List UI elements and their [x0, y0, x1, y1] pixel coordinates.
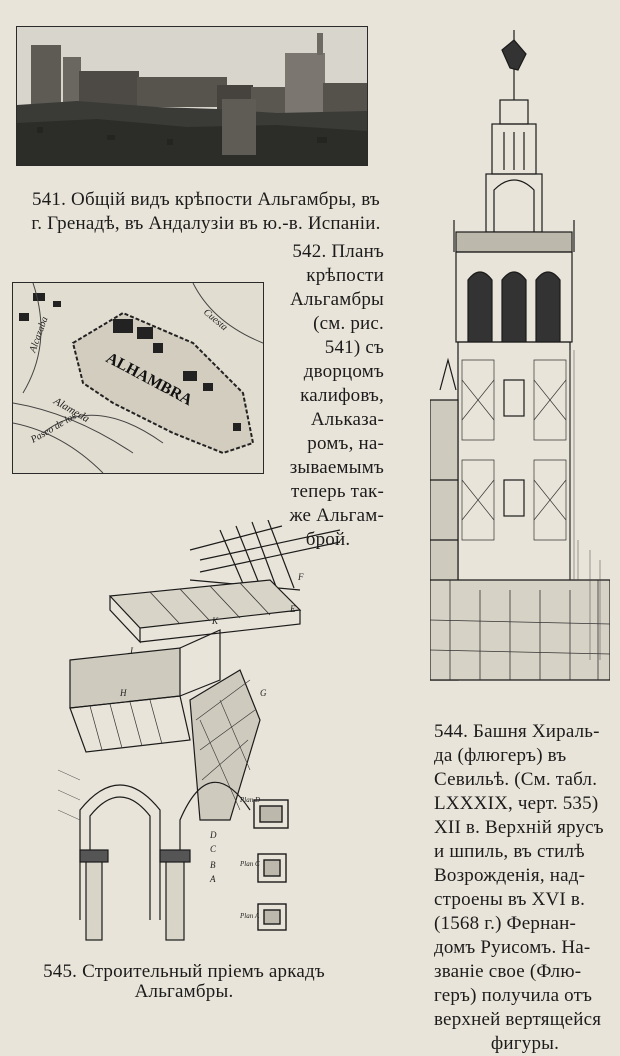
- diagram-letter: D: [209, 830, 217, 840]
- fig544-caption-line: да (флюгеръ) въ: [434, 745, 567, 766]
- fig544-caption-line: званіе свое (Флю-: [434, 961, 582, 982]
- fig542-caption-line: дворцомъ: [303, 361, 384, 382]
- fig542-caption-line: ромъ, на-: [307, 433, 384, 454]
- fig541-caption-line: 541. Общій видъ крѣпости Альгамбры, въ: [32, 189, 380, 210]
- fig544-caption-line: геръ) получила отъ: [434, 985, 593, 1006]
- fig545-arcade-drawing: H I K E G F D C B A Plan D Plan C Plan A: [50, 519, 380, 950]
- fig541-caption-line: г. Гренадѣ, въ Андалузіи въ ю.-в. Испані…: [31, 213, 381, 234]
- fig542-map: ALHAMBRA Alameda Alcazaba Paseo de los C…: [12, 282, 264, 474]
- fig541-photo: [16, 26, 368, 166]
- fig544-caption-line: Севильѣ. (См. табл.: [434, 769, 598, 790]
- fig542-caption-line: же Альгам-: [289, 505, 384, 526]
- alhambra-photo-image: [17, 27, 367, 165]
- fig545-caption-line: 545. Строительный пріемъ аркадъ: [43, 961, 325, 982]
- diagram-letter: G: [260, 688, 267, 698]
- diagram-letter: K: [211, 616, 219, 626]
- diagram-letter: E: [289, 604, 296, 614]
- fig542-caption-line: крѣпости: [306, 265, 384, 286]
- diagram-plan-label: Plan D: [239, 796, 260, 804]
- fig545-caption-line: Альгамбры.: [134, 981, 234, 1002]
- fig544-caption-line: 544. Башня Хираль-: [434, 721, 600, 742]
- fig542-caption-line: Альгамбры: [290, 289, 384, 310]
- fig545-caption: 545. Строительный пріемъ аркадъ Альгамбр…: [24, 962, 344, 1002]
- fig544-caption: 544. Башня Хираль- да (флюгеръ) въ Севил…: [434, 720, 616, 1056]
- diagram-letter: F: [297, 572, 304, 582]
- fig542-caption-line: теперь так-: [291, 481, 384, 502]
- fig542-caption-line: 541) съ: [324, 337, 384, 358]
- diagram-letter: C: [210, 844, 217, 854]
- diagram-letter: B: [210, 860, 216, 870]
- alhambra-plan-map: ALHAMBRA Alameda Alcazaba Paseo de los C…: [13, 283, 263, 473]
- fig544-caption-line: верхней вертящейся: [434, 1009, 602, 1030]
- fig542-caption-line: (см. рис.: [313, 313, 384, 334]
- diagram-plan-label: Plan A: [239, 912, 260, 920]
- diagram-letter: A: [209, 874, 216, 884]
- fig544-caption-line: Возрожденія, над-: [434, 865, 586, 886]
- arcade-construction-image: H I K E G F D C B A Plan D Plan C Plan A: [57, 519, 341, 941]
- fig542-caption-line: Альказа-: [310, 409, 384, 430]
- fig544-caption-line: фигуры.: [490, 1033, 560, 1054]
- fig542-caption-line: зываемымъ: [289, 457, 384, 478]
- fig544-caption-line: LXXXIX, черт. 535): [434, 793, 599, 814]
- diagram-letter: I: [129, 646, 134, 656]
- fig542-caption-line: брой.: [305, 529, 351, 550]
- diagram-plan-label: Plan C: [239, 860, 260, 868]
- fig544-caption-line: (1568 г.) Фернан-: [434, 913, 576, 934]
- giralda-tower-image: [429, 30, 611, 681]
- fig544-caption-line: строены въ XVI в.: [434, 889, 586, 910]
- fig542-caption: 542. Планъ крѣпости Альгамбры (см. рис. …: [272, 240, 384, 552]
- fig544-caption-line: XII в. Верхній ярусъ: [434, 817, 604, 838]
- diagram-letter: H: [119, 688, 127, 698]
- fig541-caption: 541. Общій видъ крѣпости Альгамбры, въ г…: [6, 188, 406, 236]
- fig544-caption-line: и шпиль, въ стилѣ: [434, 841, 585, 862]
- fig544-caption-line: домъ Руисомъ. На-: [434, 937, 591, 958]
- fig542-caption-line: 542. Планъ: [292, 241, 384, 262]
- fig544-tower-drawing: [429, 20, 611, 690]
- fig542-caption-line: калифовъ,: [300, 385, 384, 406]
